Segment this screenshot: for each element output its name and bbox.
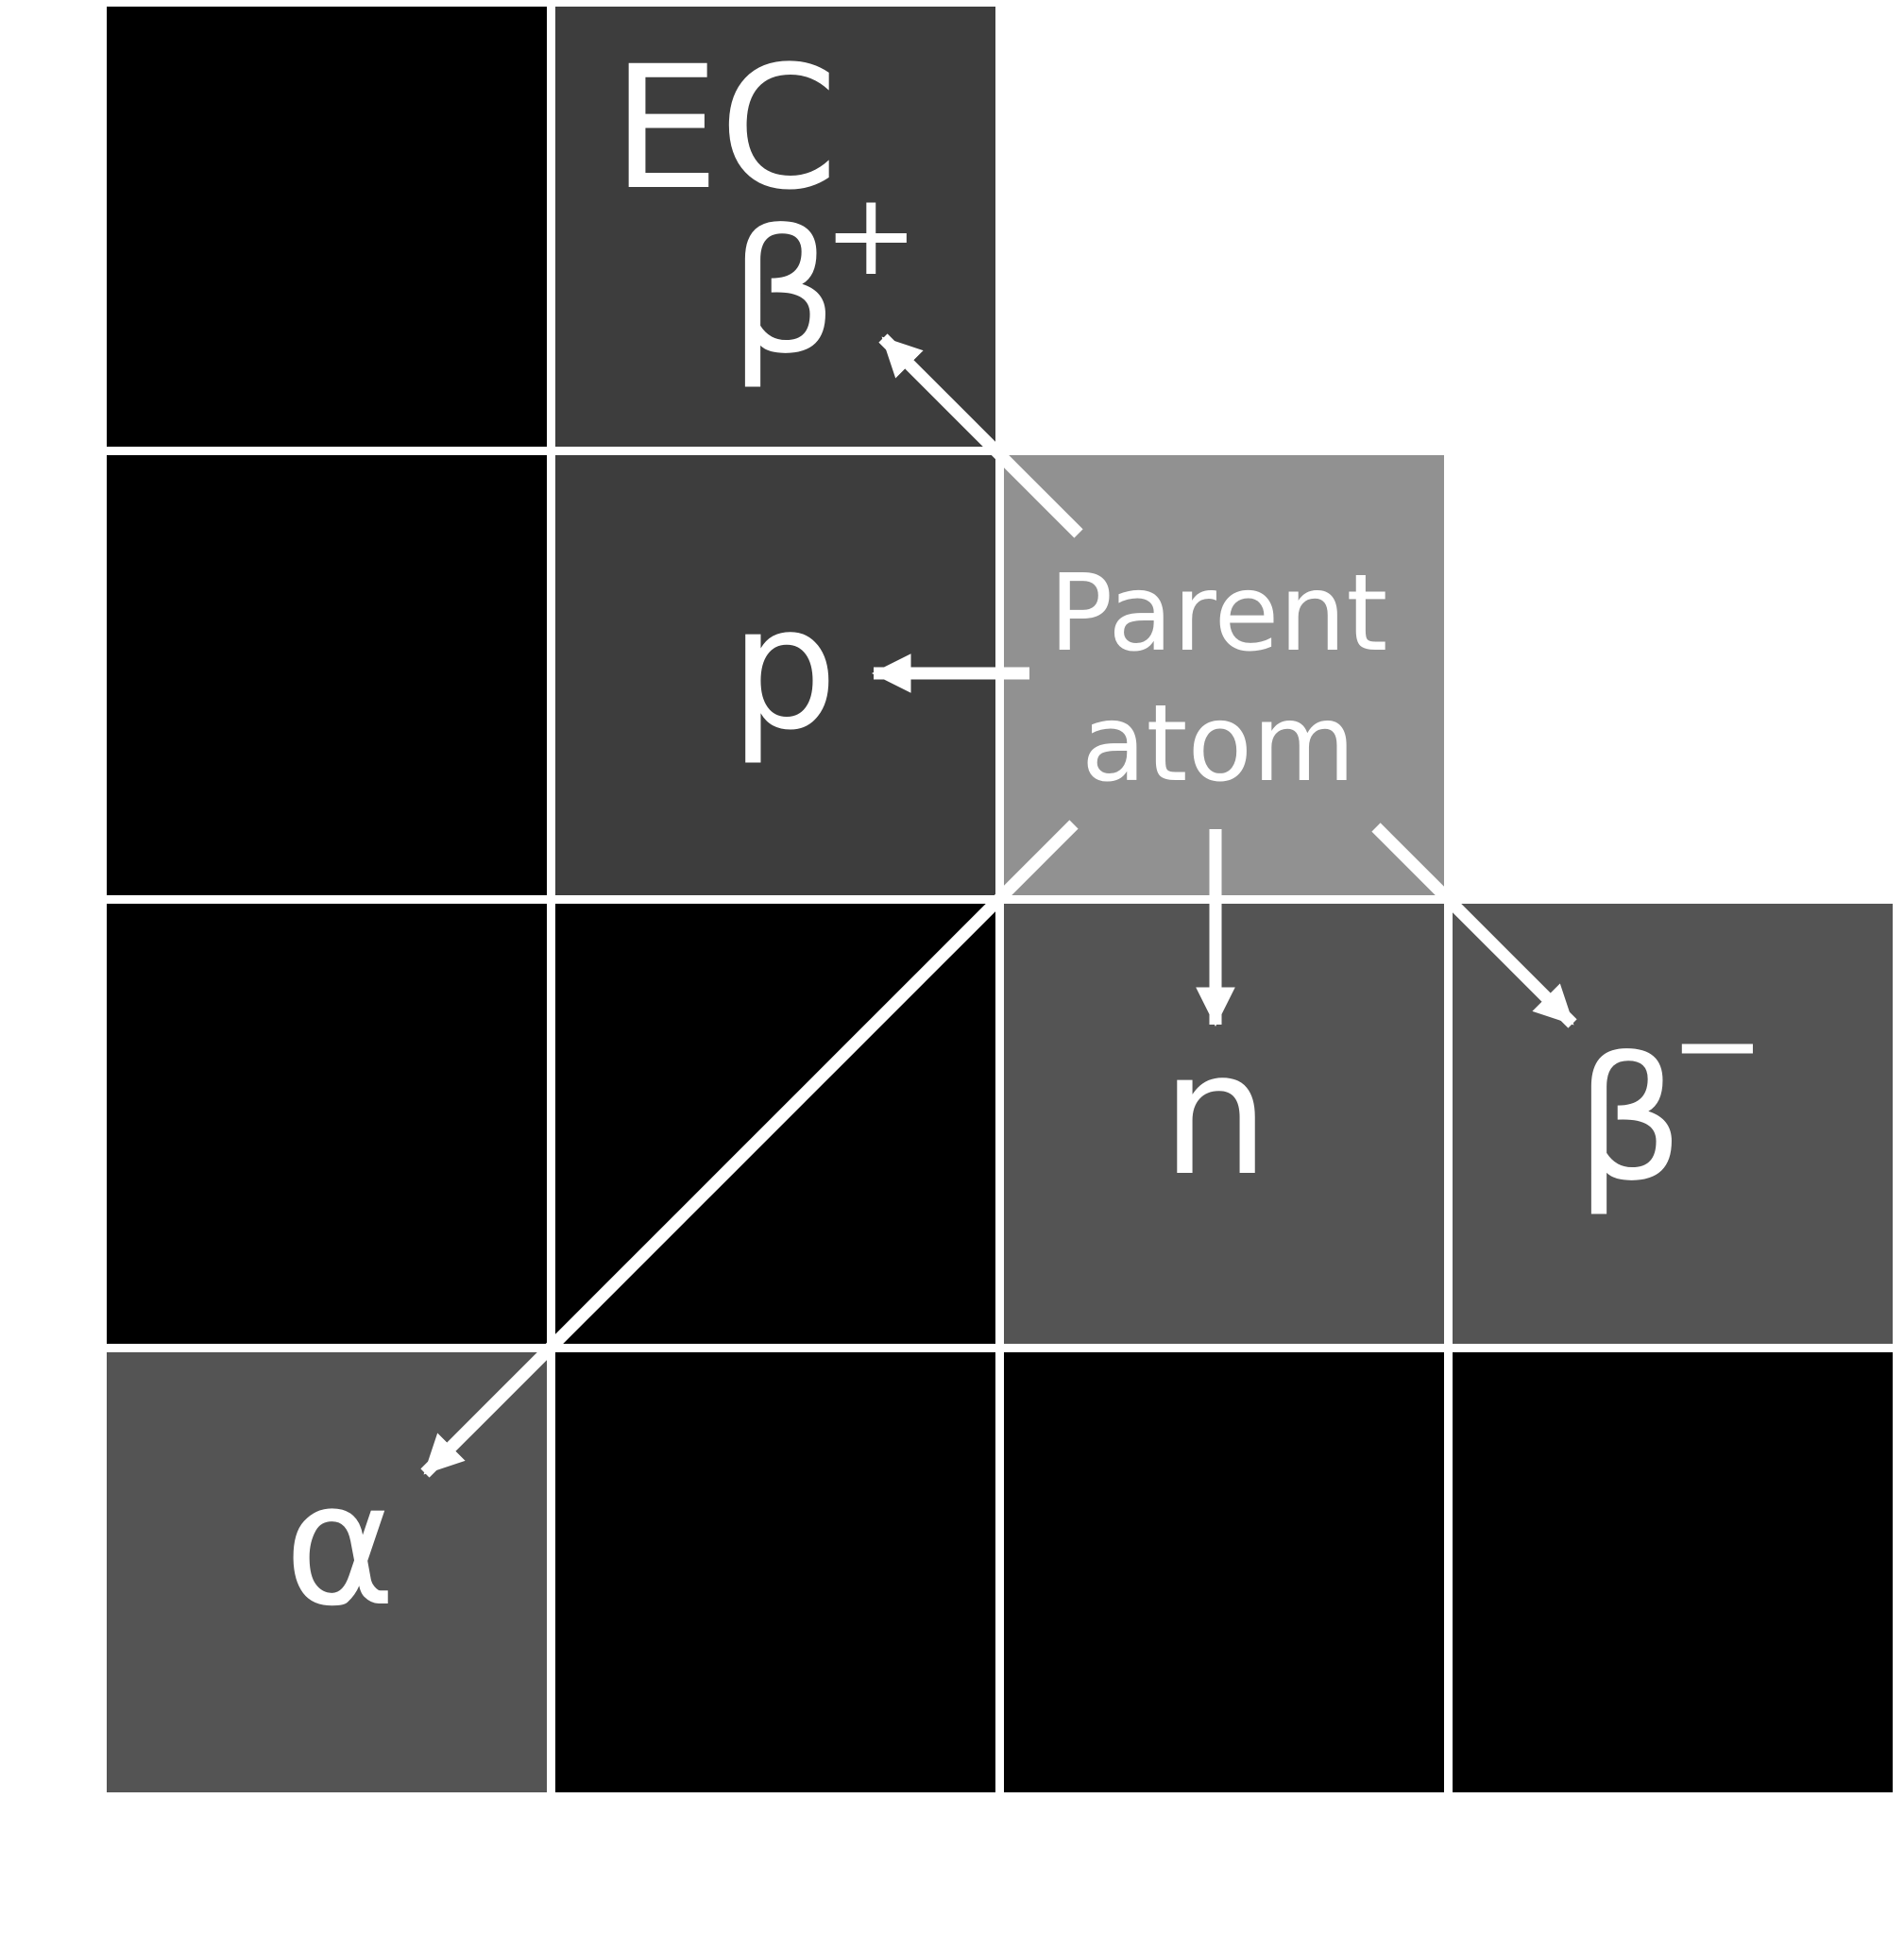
arrow-alpha <box>420 820 1079 1478</box>
label-alpha: α <box>284 1447 397 1644</box>
label-proton: p <box>730 570 838 768</box>
decay-arrows <box>420 333 1577 1478</box>
cell-empty <box>555 1352 995 1792</box>
arrow-beta-plus <box>878 333 1083 538</box>
cell-empty <box>1004 1352 1444 1792</box>
label-beta-plus: β <box>729 195 838 392</box>
cell-empty <box>107 455 547 895</box>
label-beta-plus-sup: + <box>824 170 919 301</box>
label-parent-line1: Parent <box>1049 552 1388 675</box>
label-beta-minus-sup: − <box>1670 980 1765 1111</box>
label-parent-line2: atom <box>1081 683 1355 806</box>
label-neutron: n <box>1162 1016 1269 1213</box>
cell-neutron <box>1004 904 1444 1344</box>
label-ec: EC <box>612 30 838 228</box>
cell-empty <box>107 904 547 1344</box>
cell-empty <box>107 7 547 447</box>
nuclide-grid <box>107 7 1893 1792</box>
decay-labels: EC β + p Parent atom n β − α <box>284 30 1765 1644</box>
arrow-beta-minus <box>1371 823 1577 1028</box>
cell-empty <box>1453 1352 1893 1792</box>
label-beta-minus: β <box>1575 1022 1684 1219</box>
